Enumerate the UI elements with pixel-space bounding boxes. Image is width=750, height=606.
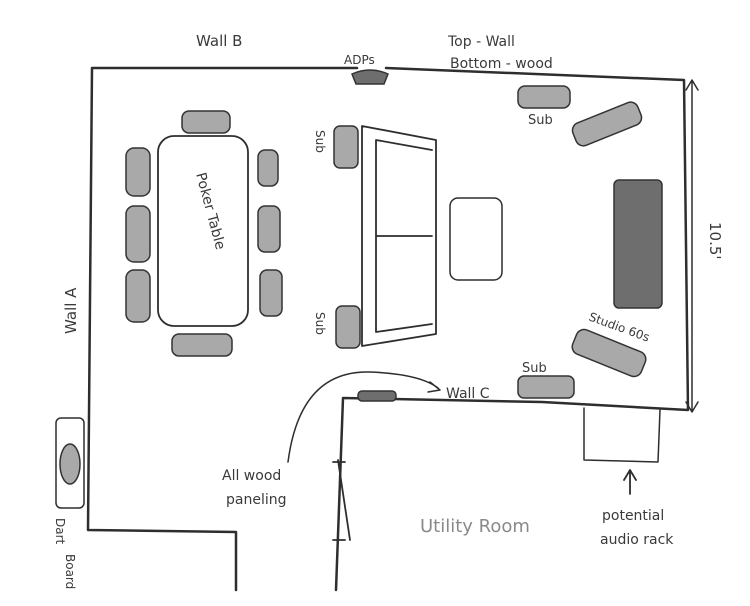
sub-bottom-right-label: Sub	[522, 361, 547, 376]
chair	[125, 269, 151, 323]
chair	[257, 205, 281, 253]
paneling-label-line2: paneling	[226, 492, 287, 508]
adps-label: ADPs	[344, 53, 375, 67]
top-note-line1: Top - Wall	[447, 34, 515, 50]
dimension-label: 10.5'	[706, 222, 724, 260]
sub-bottom-right-shape	[517, 375, 575, 399]
dart-label-line1: Dart	[53, 518, 67, 545]
top-note-line2: Bottom - wood	[450, 56, 553, 72]
chair	[259, 269, 283, 317]
chair	[125, 147, 151, 197]
sub-left-top-label: Sub	[313, 130, 327, 153]
adps-speaker	[351, 69, 389, 85]
rack-arrow	[623, 469, 637, 495]
paneling-label-line1: All wood	[222, 468, 281, 484]
chair	[171, 333, 233, 357]
dart-label-line2: Board	[63, 554, 77, 589]
angled-speaker-top	[571, 101, 643, 147]
audio-rack	[583, 407, 661, 463]
wall-a-label: Wall A	[62, 287, 80, 334]
utility-room-label: Utility Room	[420, 516, 530, 537]
sub-left-top-shape	[333, 125, 359, 169]
room-outline	[86, 66, 690, 592]
studio-60s-speaker	[571, 328, 647, 378]
sub-left-bottom-label: Sub	[313, 312, 327, 335]
sub-top-right-label: Sub	[528, 113, 553, 128]
chair	[125, 205, 151, 263]
chair	[181, 110, 231, 134]
chair	[257, 149, 279, 187]
wall-c-label: Wall C	[446, 386, 490, 402]
poker-table-label: Poker Table	[192, 171, 228, 252]
wall-c-speaker	[357, 390, 397, 402]
utility-door	[332, 459, 351, 541]
wall-b-label: Wall B	[196, 32, 242, 50]
paneling-arrow	[287, 371, 441, 463]
sub-left-bottom-shape	[335, 305, 361, 349]
dimension-arrow	[685, 79, 699, 413]
ottoman	[449, 197, 503, 281]
sofa	[361, 125, 437, 347]
screen-cabinet	[613, 179, 663, 309]
sub-top-right-shape	[517, 85, 571, 109]
rack-label-line2: audio rack	[600, 532, 674, 548]
dart-board	[59, 443, 81, 485]
rack-label-line1: potential	[602, 508, 664, 524]
dart-board-frame	[55, 417, 85, 509]
poker-table-shape	[157, 135, 249, 327]
